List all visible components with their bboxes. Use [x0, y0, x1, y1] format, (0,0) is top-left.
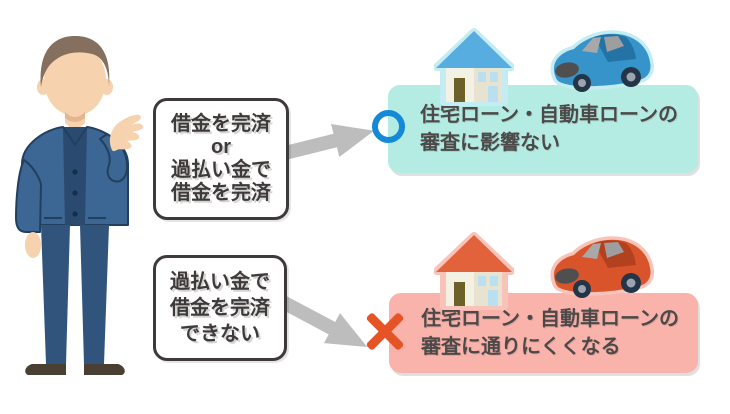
result-box-ok: 住宅ローン・自動車ローンの 審査に影響ない: [388, 85, 698, 173]
result-line: 住宅ローン・自動車ローンの: [420, 104, 678, 126]
condition-box-ng: 過払い金で 借金を完済 できない: [153, 255, 287, 361]
arrow-right-icon: [271, 285, 375, 362]
cross-mark-icon: [365, 311, 405, 351]
condition-line: 過払い金で: [170, 271, 270, 293]
circle-mark-icon: [372, 110, 405, 143]
condition-line: 借金を完済: [170, 297, 270, 319]
arrow-right-icon: [273, 114, 378, 171]
condition-line: 借金を完済: [171, 113, 271, 135]
result-line: 審査に影響ない: [420, 132, 560, 154]
condition-line: or: [211, 136, 231, 158]
house-icon: [434, 28, 514, 106]
result-line: 住宅ローン・自動車ローンの: [421, 308, 679, 330]
house-icon: [434, 232, 514, 310]
car-icon: [550, 30, 654, 92]
condition-line: 借金を完済: [171, 182, 271, 204]
businessman-icon: [15, 36, 143, 375]
condition-box-ok: 借金を完済 or 過払い金で 借金を完済: [153, 98, 289, 220]
result-line: 審査に通りにくくなる: [421, 336, 621, 358]
car-icon: [550, 236, 654, 298]
condition-line: できない: [180, 323, 260, 345]
condition-line: 過払い金で: [171, 159, 271, 181]
